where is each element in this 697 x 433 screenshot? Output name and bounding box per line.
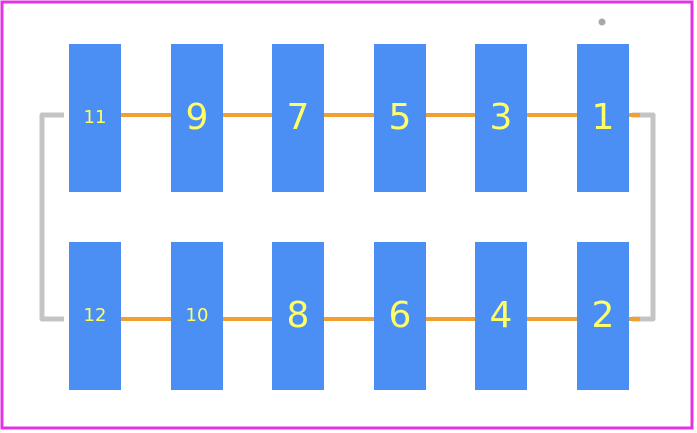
pad-label: 9 [185, 97, 209, 138]
pad-label: 11 [83, 107, 107, 128]
pad-label: 1 [591, 97, 615, 138]
pad-8[interactable]: 8 [272, 242, 324, 390]
pad-6[interactable]: 6 [374, 242, 426, 390]
pad-2[interactable]: 2 [577, 242, 629, 390]
outline-right [632, 112, 656, 322]
pad-label: 10 [185, 305, 209, 326]
pad-3[interactable]: 3 [475, 44, 527, 192]
pad-1[interactable]: 1 [577, 44, 629, 192]
outline-left [39, 112, 64, 322]
pad-label: 2 [591, 295, 615, 336]
pad-9[interactable]: 9 [171, 44, 223, 192]
pad-11[interactable]: 11 [69, 44, 121, 192]
pad-12[interactable]: 12 [69, 242, 121, 390]
pin1-marker [598, 18, 606, 26]
pad-5[interactable]: 5 [374, 44, 426, 192]
pad-label: 7 [286, 97, 310, 138]
pad-4[interactable]: 4 [475, 242, 527, 390]
pad-label: 6 [388, 295, 412, 336]
pad-7[interactable]: 7 [272, 44, 324, 192]
pad-10[interactable]: 10 [171, 242, 223, 390]
pad-label: 3 [489, 97, 513, 138]
pad-label: 12 [83, 305, 107, 326]
pad-label: 5 [388, 97, 412, 138]
pad-label: 8 [286, 295, 310, 336]
pad-label: 4 [489, 295, 513, 336]
